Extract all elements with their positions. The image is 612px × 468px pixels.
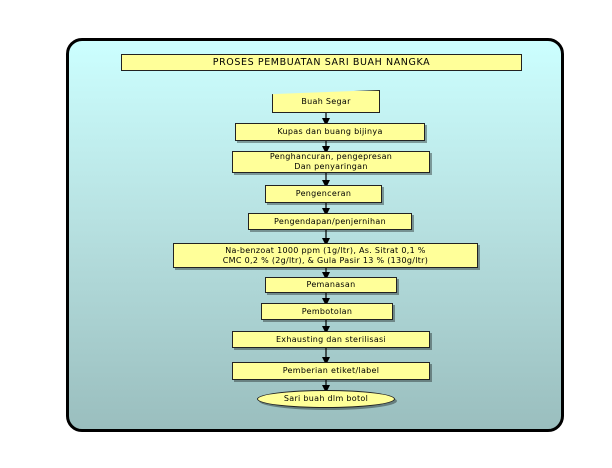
flow-end-oval: Sari buah dlm botol bbox=[257, 390, 395, 408]
flow-step-pemanasan: Pemanasan bbox=[265, 277, 397, 293]
flow-step-pembotolan: Pembotolan bbox=[261, 303, 393, 320]
flow-step-pengenceran: Pengenceran bbox=[265, 185, 382, 203]
flow-step-label: Sari buah dlm botol bbox=[283, 394, 369, 403]
flow-step-exhausting: Exhausting dan sterilisasi bbox=[232, 331, 430, 348]
flow-step-label: Pengenceran bbox=[295, 189, 352, 198]
flow-step-label: Kupas dan buang bijinya bbox=[277, 127, 383, 136]
flow-step-label: Penghancuran, pengepresan Dan penyaringa… bbox=[269, 152, 393, 171]
diagram-title-text: PROSES PEMBUATAN SARI BUAH NANGKA bbox=[212, 56, 431, 68]
diagram-title: PROSES PEMBUATAN SARI BUAH NANGKA bbox=[121, 54, 522, 71]
flow-step-label: Pemberian etiket/label bbox=[282, 366, 380, 375]
flow-step-label: Exhausting dan sterilisasi bbox=[275, 334, 387, 344]
flow-step-label: Na-benzoat 1000 ppm (1g/ltr), As. Sitrat… bbox=[222, 245, 429, 265]
flow-step-label: Pengendapan/penjernihan bbox=[274, 216, 386, 226]
flow-step-bahan-tambahan: Na-benzoat 1000 ppm (1g/ltr), As. Sitrat… bbox=[173, 243, 478, 268]
flow-step-label: Buah Segar bbox=[301, 96, 351, 106]
flow-step-pengendapan: Pengendapan/penjernihan bbox=[248, 213, 412, 230]
flow-step-label: Pembotolan bbox=[301, 306, 353, 316]
flow-step-kupas: Kupas dan buang bijinya bbox=[235, 123, 425, 141]
flow-step-label: Pemanasan bbox=[306, 280, 356, 289]
flow-step-penghancuran: Penghancuran, pengepresan Dan penyaringa… bbox=[232, 151, 430, 173]
flow-step-etiket: Pemberian etiket/label bbox=[232, 362, 430, 380]
